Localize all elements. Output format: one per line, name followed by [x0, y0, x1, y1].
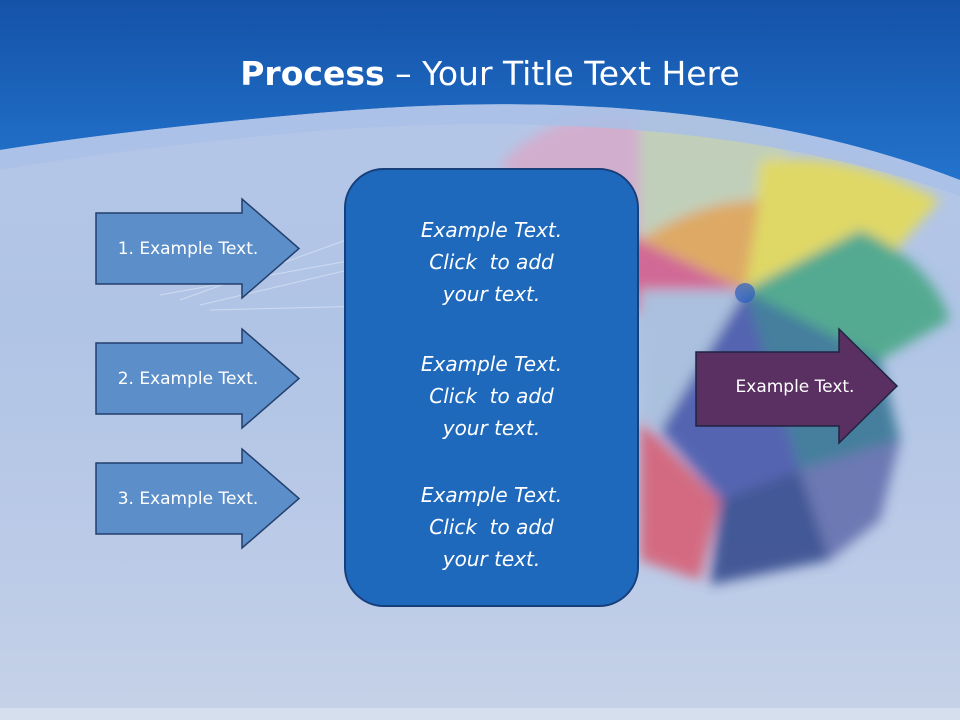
process-text-block-2[interactable]: Example Text. Click to add your text.: [346, 348, 637, 444]
input-arrow-label: 2. Example Text.: [117, 368, 259, 389]
slide-title: Process – Your Title Text Here: [0, 52, 960, 96]
header-swoosh: [0, 104, 960, 196]
input-arrow-label: 3. Example Text.: [117, 488, 259, 509]
output-arrow-label: Example Text.: [735, 376, 855, 397]
parachute-vent: [735, 283, 755, 303]
header-band: [0, 0, 960, 180]
process-text-block-3[interactable]: Example Text. Click to add your text.: [346, 479, 637, 575]
input-arrow-3[interactable]: 3. Example Text.: [95, 447, 301, 550]
right-arrow-shape: [95, 197, 301, 300]
process-text-line: Click to add: [429, 250, 554, 274]
input-arrow-label: 1. Example Text.: [117, 238, 259, 259]
right-arrow-shape: [95, 447, 301, 550]
title-rest: – Your Title Text Here: [384, 54, 740, 93]
process-text-line: Example Text.: [420, 352, 563, 376]
input-arrow-1[interactable]: 1. Example Text.: [95, 197, 301, 300]
process-text-line: your text.: [442, 416, 541, 440]
process-text-line: your text.: [442, 547, 541, 571]
horizon-strip: [0, 708, 960, 720]
right-arrow-shape: [695, 327, 899, 445]
process-text-block-1[interactable]: Example Text. Click to add your text.: [346, 214, 637, 310]
process-box[interactable]: Example Text. Click to add your text. Ex…: [344, 168, 639, 607]
input-arrow-2[interactable]: 2. Example Text.: [95, 327, 301, 430]
process-text-line: your text.: [442, 282, 541, 306]
process-text-line: Click to add: [429, 515, 554, 539]
right-arrow-shape: [95, 327, 301, 430]
process-text-line: Example Text.: [420, 218, 563, 242]
title-bold: Process: [240, 54, 385, 93]
output-arrow[interactable]: Example Text.: [695, 327, 900, 445]
process-text-line: Example Text.: [420, 483, 563, 507]
process-text-line: Click to add: [429, 384, 554, 408]
